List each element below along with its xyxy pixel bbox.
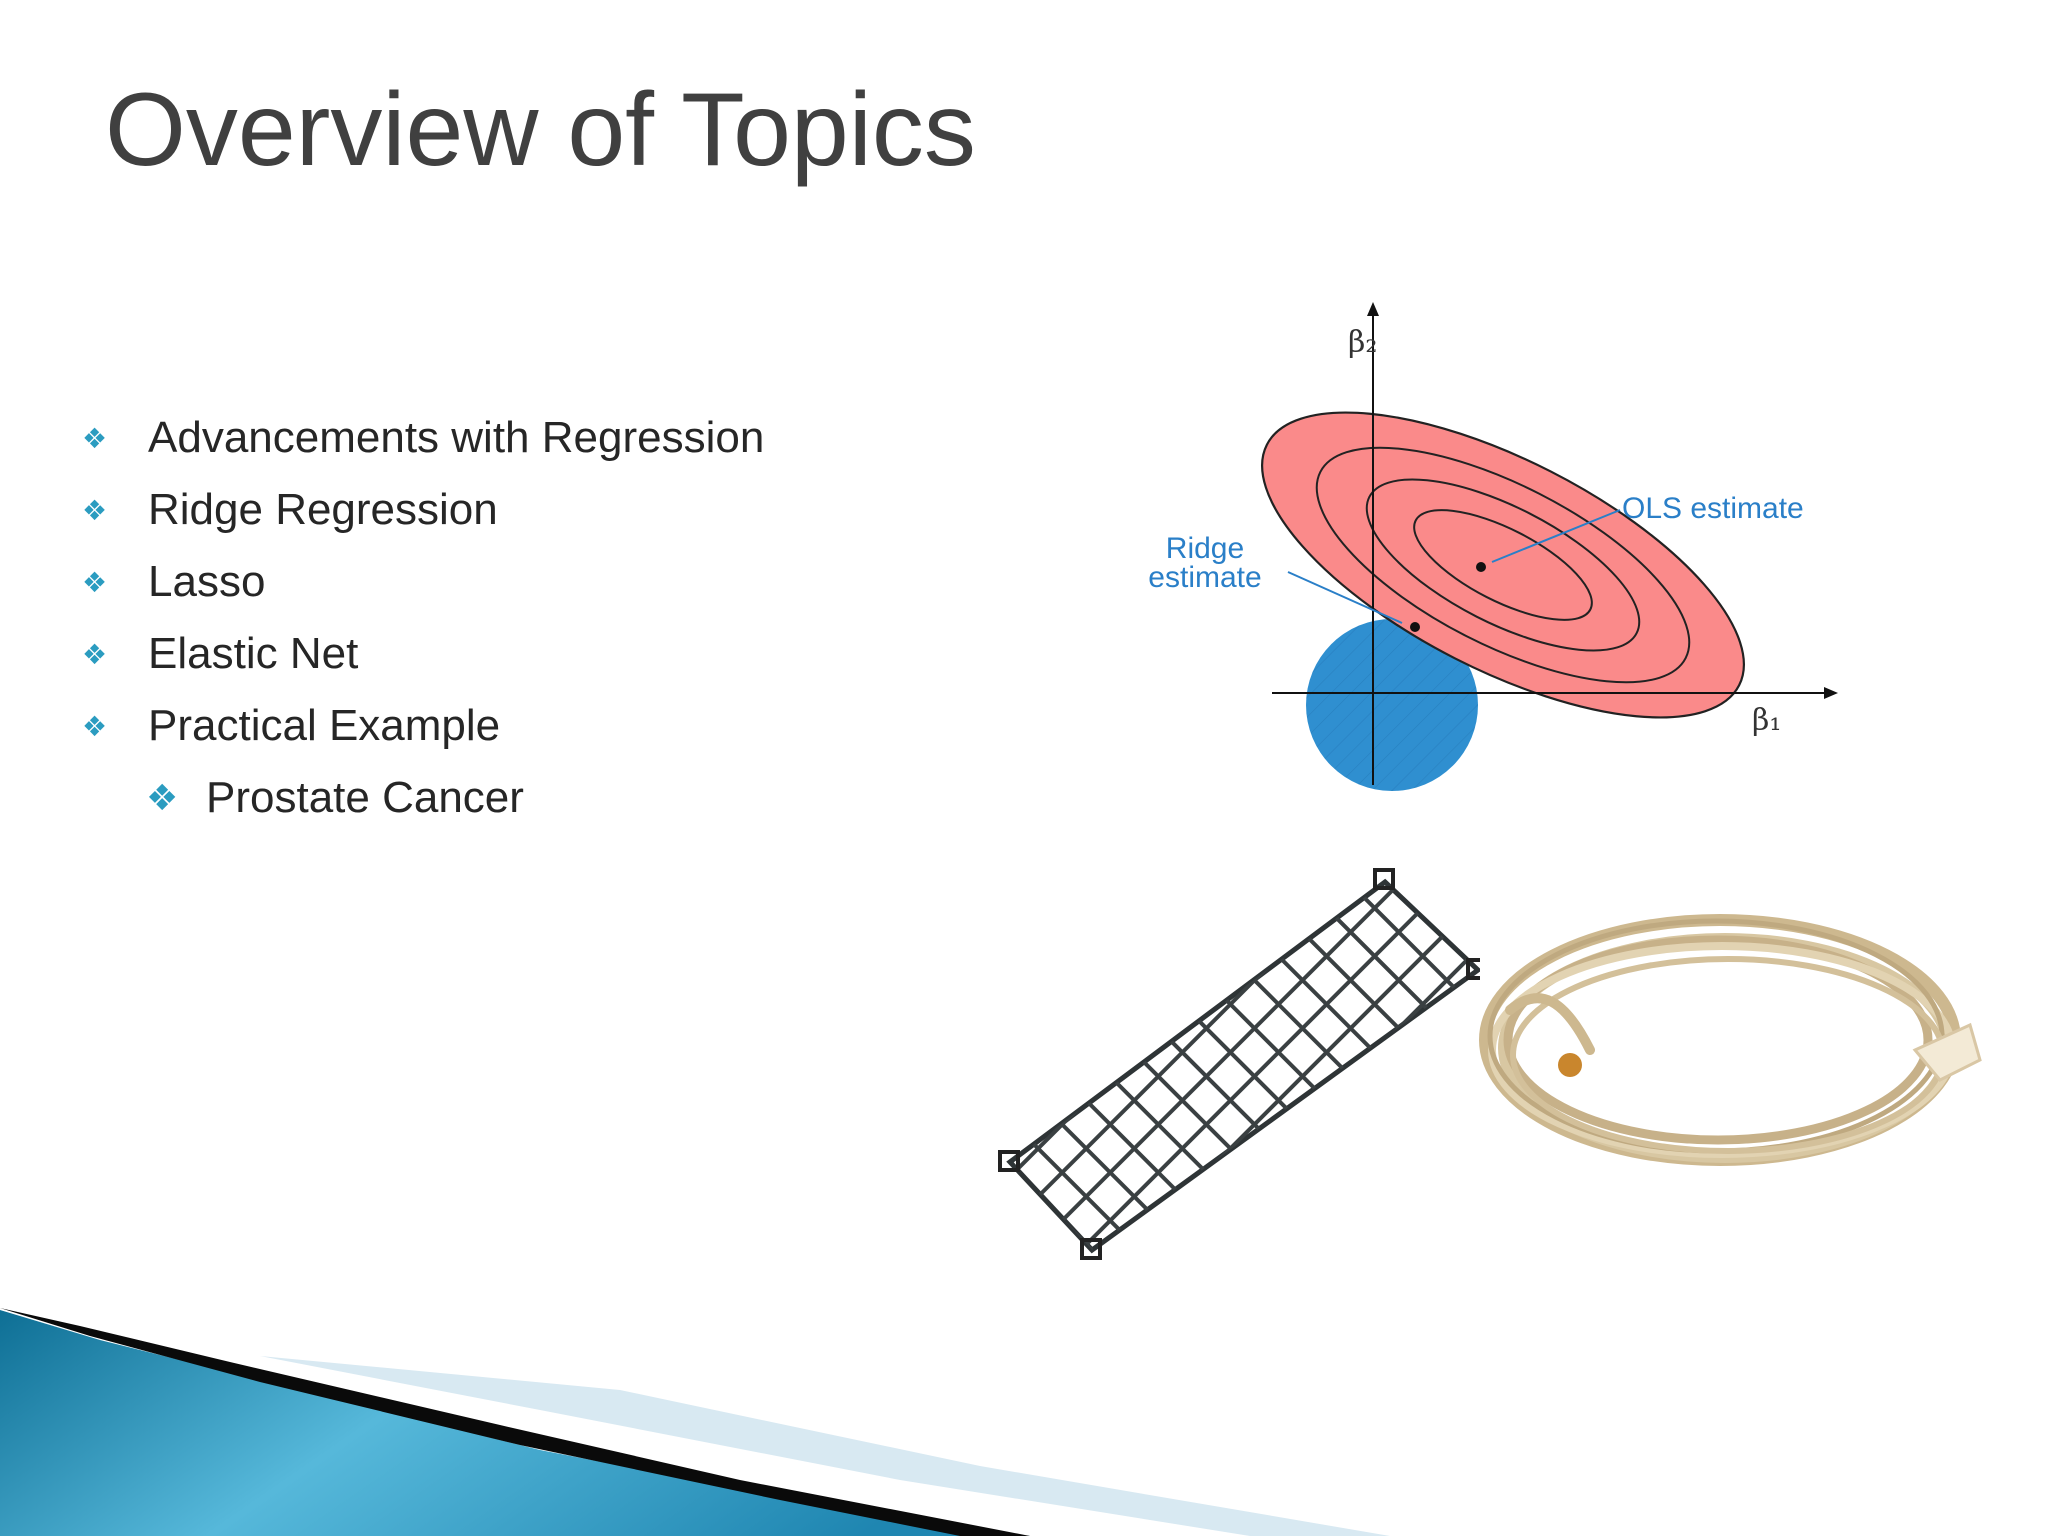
bullet-item: ❖ Ridge Regression <box>0 480 498 540</box>
ols-leader-line <box>1491 509 1621 563</box>
bullet-text: Elastic Net <box>148 629 359 678</box>
slide-title: Overview of Topics <box>105 72 976 188</box>
ols-contour-3 <box>1315 446 1691 684</box>
bullet-item: ❖ Elastic Net <box>0 624 358 684</box>
diamond-four-bullet-icon: ❖ <box>82 638 108 670</box>
ridge-estimate-point <box>1410 622 1420 632</box>
ols-estimate-label: OLS estimate <box>1622 492 1804 525</box>
ols-contour-1 <box>1413 509 1593 621</box>
ridge-estimate-label-line1: Ridge <box>1166 532 1244 565</box>
y-axis-arrow-icon <box>1367 302 1379 316</box>
bullet-item: ❖ Lasso <box>0 552 265 612</box>
diamond-four-bullet-icon: ❖ <box>146 777 179 818</box>
diamond-four-bullet-icon: ❖ <box>82 494 108 526</box>
bullet-text: Prostate Cancer <box>206 773 524 822</box>
ols-estimate-point <box>1476 562 1486 572</box>
ridge-regression-diagram: β₂ β₁ OLS estimate Ridge estimate <box>1120 290 1850 810</box>
bullet-text: Lasso <box>148 557 266 606</box>
bullet-item: ❖ Advancements with Regression <box>0 408 764 468</box>
ridge-diagram-svg: β₂ β₁ OLS estimate Ridge estimate <box>1148 302 1838 791</box>
x-axis-label: β₁ <box>1752 703 1781 738</box>
bullet-text: Ridge Regression <box>148 485 498 534</box>
ridge-estimate-label-line2: estimate <box>1148 561 1261 594</box>
diamond-four-bullet-icon: ❖ <box>82 422 108 454</box>
ridge-constraint-hatch <box>1306 619 1478 791</box>
ols-contour-2 <box>1365 478 1641 652</box>
bullet-text: Advancements with Regression <box>148 413 765 462</box>
lasso-rope-icon <box>1470 890 1990 1190</box>
y-axis-label: β₂ <box>1348 325 1377 360</box>
bullet-item-sub: ❖ Prostate Cancer <box>0 768 524 828</box>
ols-contour-group <box>1261 411 1745 719</box>
bullet-text: Practical Example <box>148 701 501 750</box>
diamond-four-bullet-icon: ❖ <box>82 566 108 598</box>
cargo-net-icon <box>990 860 1488 1280</box>
x-axis-arrow-icon <box>1824 687 1838 699</box>
ridge-leader-line <box>1287 571 1403 624</box>
decorative-swoosh <box>0 1308 1390 1536</box>
diamond-four-bullet-icon: ❖ <box>82 710 108 742</box>
ols-contour-outer <box>1261 411 1745 719</box>
bullet-item: ❖ Practical Example <box>0 696 500 756</box>
